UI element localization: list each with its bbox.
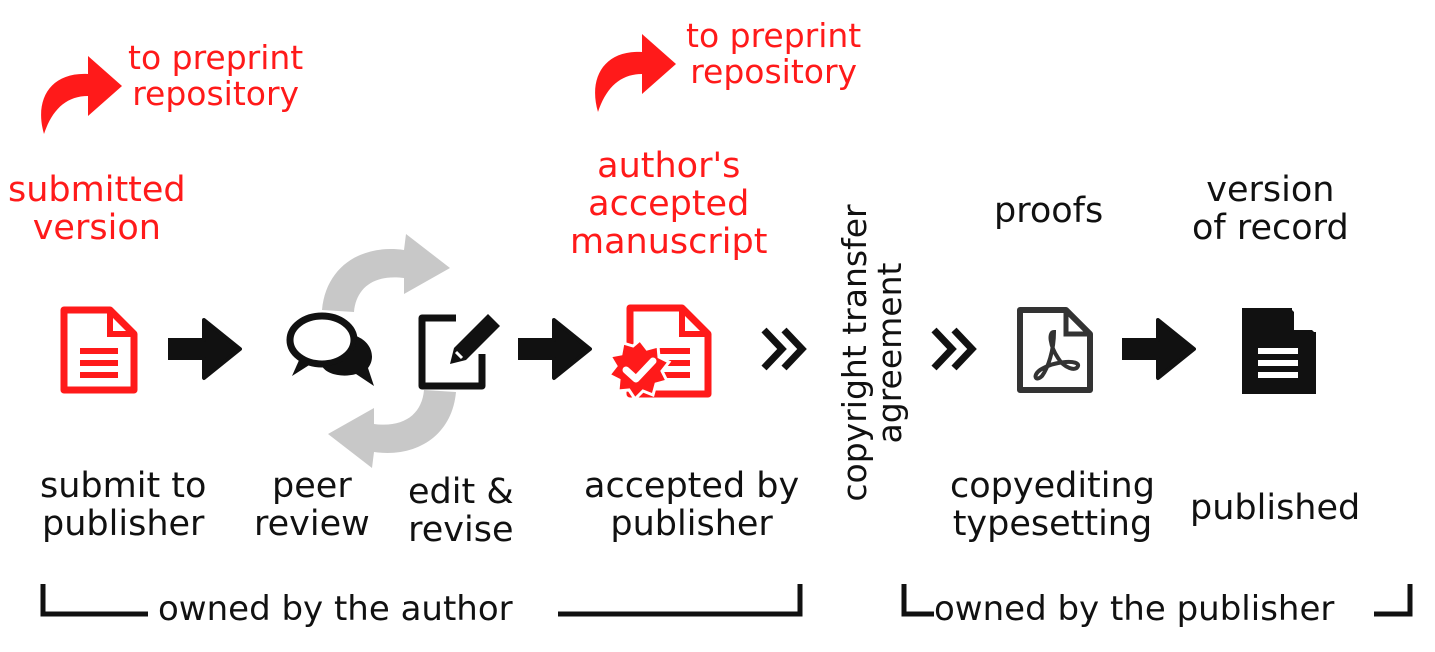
step-published: published [1190, 488, 1361, 528]
curved-arrow-icon [595, 34, 676, 112]
arrow-right-icon [1122, 318, 1196, 380]
publisher-ownership-bracket [901, 584, 1413, 617]
document-icon [60, 306, 138, 394]
chat-bubbles-icon [286, 312, 374, 386]
pdf-icon [1017, 307, 1093, 393]
step-edit-revise: edit &revise [408, 472, 514, 550]
edit-icon [418, 314, 500, 390]
arrow-right-icon [518, 318, 592, 380]
curved-arrow-icon [41, 56, 122, 134]
owned-by-publisher-label: owned by the publisher [934, 589, 1335, 629]
author-ownership-bracket [40, 584, 803, 617]
double-chevron-icon [931, 327, 977, 371]
owned-by-author-label: owned by the author [158, 589, 513, 629]
stage-proofs: proofs [994, 191, 1104, 231]
double-chevron-icon [761, 327, 807, 371]
arrow-right-icon [168, 318, 242, 380]
cycle-arrows-icon [322, 234, 456, 468]
document-badge-icon [606, 304, 712, 402]
document-icon [1242, 308, 1316, 394]
